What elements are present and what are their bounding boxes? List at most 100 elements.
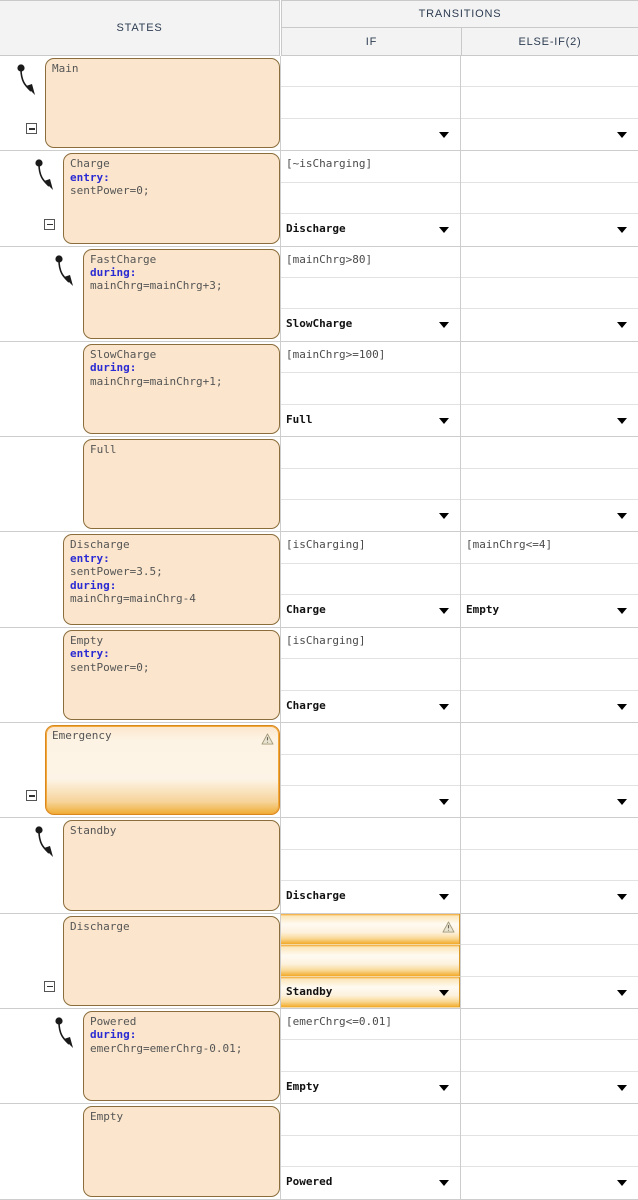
transition-action-cell[interactable] bbox=[461, 659, 638, 691]
transition-destination-cell[interactable] bbox=[461, 1167, 638, 1199]
states-cell[interactable]: Empty bbox=[0, 1104, 281, 1199]
transition-destination-cell[interactable]: Standby bbox=[281, 976, 460, 1008]
transition-condition-cell[interactable] bbox=[281, 818, 460, 850]
transition-action-cell[interactable] bbox=[281, 278, 460, 310]
transition-action-cell[interactable] bbox=[281, 182, 460, 215]
chevron-down-icon[interactable] bbox=[439, 322, 449, 329]
transition-cell-elif[interactable] bbox=[461, 627, 638, 723]
state-box[interactable]: Main bbox=[45, 58, 280, 149]
transition-action-cell[interactable] bbox=[461, 278, 638, 310]
transition-condition-cell[interactable] bbox=[461, 627, 638, 660]
transition-destination-cell[interactable]: Full bbox=[281, 404, 460, 437]
chevron-down-icon[interactable] bbox=[617, 513, 627, 520]
transition-action-cell[interactable] bbox=[461, 182, 638, 215]
transition-action-cell[interactable] bbox=[281, 1135, 460, 1168]
transition-condition-cell[interactable]: [mainChrg>=100] bbox=[281, 341, 460, 374]
default-transition-arrow[interactable] bbox=[31, 822, 71, 872]
states-cell[interactable]: Standby bbox=[0, 818, 281, 913]
transition-destination-cell[interactable] bbox=[461, 881, 638, 913]
transition-condition-cell[interactable] bbox=[281, 437, 460, 469]
transition-action-cell[interactable] bbox=[461, 1040, 638, 1072]
chevron-down-icon[interactable] bbox=[617, 1180, 627, 1187]
transition-cell-elif[interactable] bbox=[461, 1008, 638, 1104]
transition-destination-cell[interactable] bbox=[461, 118, 638, 151]
transition-action-cell[interactable] bbox=[281, 468, 460, 501]
state-box[interactable]: Empty bbox=[83, 1106, 280, 1197]
chevron-down-icon[interactable] bbox=[439, 227, 449, 234]
transition-cell-if[interactable]: [mainChrg>80]SlowCharge bbox=[281, 246, 461, 341]
transition-destination-cell[interactable] bbox=[461, 309, 638, 341]
transition-condition-cell[interactable]: [emerChrg<=0.01] bbox=[281, 1008, 460, 1041]
transition-condition-cell[interactable]: [mainChrg<=4] bbox=[461, 532, 638, 564]
transition-destination-cell[interactable] bbox=[461, 404, 638, 437]
transition-cell-if[interactable]: Discharge bbox=[281, 818, 461, 913]
chevron-down-icon[interactable] bbox=[439, 513, 449, 520]
transition-destination-cell[interactable]: Empty bbox=[461, 595, 638, 627]
column-header-if[interactable]: IF bbox=[281, 28, 462, 56]
transition-action-cell[interactable] bbox=[461, 945, 638, 977]
transition-condition-cell[interactable] bbox=[461, 437, 638, 469]
transition-condition-cell[interactable]: [isCharging] bbox=[281, 532, 460, 564]
transition-cell-elif[interactable] bbox=[461, 341, 638, 437]
transition-destination-cell[interactable]: Discharge bbox=[281, 214, 460, 246]
chevron-down-icon[interactable] bbox=[439, 1180, 449, 1187]
transition-action-cell[interactable] bbox=[461, 87, 638, 119]
default-transition-arrow[interactable] bbox=[51, 1013, 91, 1063]
chevron-down-icon[interactable] bbox=[617, 989, 627, 996]
transition-cell-if[interactable]: [isCharging]Charge bbox=[281, 627, 461, 723]
default-transition-arrow[interactable] bbox=[51, 251, 91, 301]
chevron-down-icon[interactable] bbox=[617, 227, 627, 234]
transition-condition-cell[interactable] bbox=[461, 723, 638, 755]
collapse-toggle-icon[interactable] bbox=[44, 980, 55, 992]
transition-cell-if[interactable]: Powered bbox=[281, 1104, 461, 1199]
transition-cell-if[interactable] bbox=[281, 723, 461, 818]
transition-cell-elif[interactable] bbox=[461, 246, 638, 341]
transition-condition-cell[interactable]: [mainChrg>80] bbox=[281, 246, 460, 279]
column-header-transitions[interactable]: TRANSITIONS bbox=[281, 0, 638, 28]
transition-action-cell[interactable] bbox=[281, 659, 460, 691]
transition-condition-cell[interactable] bbox=[281, 913, 460, 946]
transition-condition-cell[interactable] bbox=[461, 151, 638, 183]
transition-cell-if[interactable]: [isCharging] Charge bbox=[281, 532, 461, 627]
transition-cell-elif[interactable]: [mainChrg<=4] Empty bbox=[461, 532, 638, 627]
transition-destination-cell[interactable]: Charge bbox=[281, 595, 460, 627]
state-box[interactable]: Standby bbox=[63, 820, 280, 911]
transition-condition-cell[interactable] bbox=[461, 341, 638, 374]
transition-action-cell[interactable] bbox=[461, 373, 638, 405]
transition-cell-elif[interactable] bbox=[461, 1104, 638, 1199]
state-box[interactable]: FastCharge during: mainChrg=mainChrg+3; bbox=[83, 248, 280, 339]
states-cell[interactable]: Discharge entry: sentPower=3.5; during: … bbox=[0, 532, 281, 627]
chevron-down-icon[interactable] bbox=[439, 703, 449, 710]
chevron-down-icon[interactable] bbox=[617, 798, 627, 805]
transition-destination-cell[interactable] bbox=[281, 785, 460, 818]
collapse-toggle-icon[interactable] bbox=[26, 790, 37, 802]
state-box[interactable]: SlowCharge during: mainChrg=mainChrg+1; bbox=[83, 343, 280, 435]
chevron-down-icon[interactable] bbox=[617, 1084, 627, 1091]
states-cell[interactable]: Main bbox=[0, 56, 281, 151]
chevron-down-icon[interactable] bbox=[617, 703, 627, 710]
transition-condition-cell[interactable] bbox=[281, 723, 460, 755]
states-cell[interactable]: Emergency bbox=[0, 723, 281, 818]
transition-cell-elif[interactable] bbox=[461, 151, 638, 246]
transition-action-cell[interactable] bbox=[281, 87, 460, 119]
state-box[interactable]: Discharge bbox=[63, 915, 280, 1006]
transition-action-cell[interactable] bbox=[281, 373, 460, 405]
transition-destination-cell[interactable]: Charge bbox=[281, 690, 460, 723]
transition-action-cell[interactable] bbox=[461, 754, 638, 786]
transition-destination-cell[interactable]: Discharge bbox=[281, 881, 460, 913]
transition-destination-cell[interactable]: Empty bbox=[281, 1071, 460, 1104]
transition-action-cell[interactable] bbox=[281, 849, 460, 882]
transition-action-cell[interactable] bbox=[281, 563, 460, 596]
state-box[interactable]: Discharge entry: sentPower=3.5; during: … bbox=[63, 534, 280, 625]
states-cell[interactable]: Powered during: emerChrg=emerChrg-0.01; bbox=[0, 1008, 281, 1104]
transition-condition-cell[interactable] bbox=[461, 1104, 638, 1136]
transition-destination-cell[interactable] bbox=[461, 500, 638, 532]
transition-cell-if[interactable]: [mainChrg>=100] Full bbox=[281, 341, 461, 437]
states-cell[interactable]: Discharge bbox=[0, 913, 281, 1008]
transition-cell-elif[interactable] bbox=[461, 913, 638, 1008]
states-cell[interactable]: Charge entry: sentPower=0; bbox=[0, 151, 281, 246]
transition-condition-cell[interactable] bbox=[281, 1104, 460, 1136]
default-transition-arrow[interactable] bbox=[31, 155, 71, 205]
transition-destination-cell[interactable] bbox=[461, 214, 638, 246]
transition-condition-cell[interactable] bbox=[281, 56, 460, 88]
